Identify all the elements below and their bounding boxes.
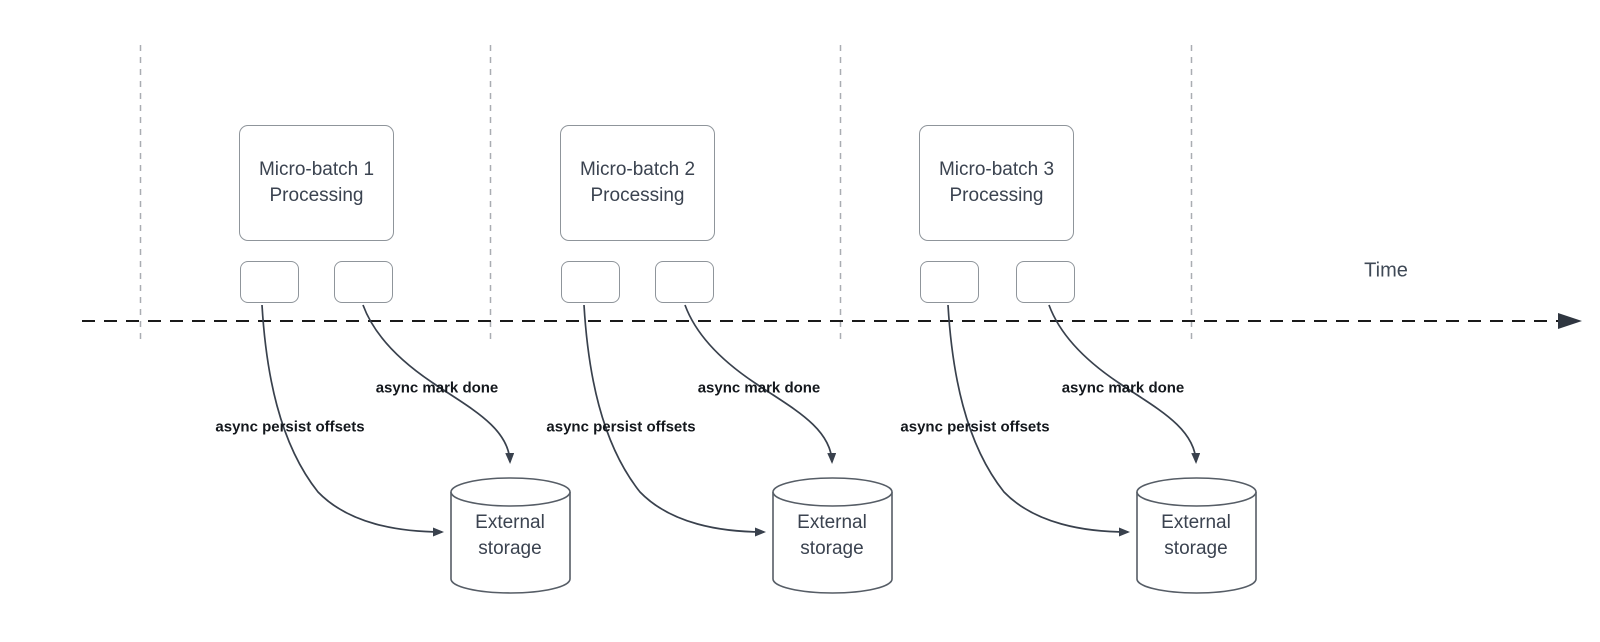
external-storage-label-2-line2: storage	[800, 538, 864, 559]
group-1-shapes	[261, 304, 571, 594]
external-storage-cylinder-1-top	[450, 477, 571, 507]
task-box-2-left	[561, 261, 620, 303]
mark-done-arrow-1	[362, 304, 515, 464]
micro-batch-2-box: Micro-batch 2 Processing	[560, 125, 715, 241]
external-storage-cylinder-3	[1136, 492, 1257, 594]
external-storage-label-1-line2: storage	[478, 538, 542, 559]
micro-batch-3-title-line2: Processing	[949, 185, 1044, 206]
external-storage-label-3-line2: storage	[1164, 538, 1228, 559]
micro-batch-3-title-line1: Micro-batch 3	[938, 159, 1055, 180]
group-2-shapes	[583, 304, 893, 594]
external-storage-label-2-line1: External	[797, 512, 867, 533]
micro-batch-1-title-line2: Processing	[269, 185, 364, 206]
micro-batch-1-box: Micro-batch 1 Processing	[239, 125, 394, 241]
persist-offsets-arrow-2	[583, 304, 766, 537]
micro-batch-2-title-line2: Processing	[590, 185, 685, 206]
persist-offsets-label-3: async persist offsets	[900, 418, 1050, 436]
persist-offsets-label-1: async persist offsets	[215, 418, 365, 436]
micro-batch-3-box: Micro-batch 3 Processing	[919, 125, 1074, 241]
mark-done-arrow-2	[684, 304, 837, 464]
external-storage-label-1-line1: External	[475, 512, 545, 533]
external-storage-label-3-line1: External	[1161, 512, 1231, 533]
external-storage-cylinder-1	[450, 492, 571, 594]
external-storage-cylinder-2	[772, 492, 893, 594]
task-box-2-right	[655, 261, 714, 303]
mark-done-label-2: async mark done	[697, 379, 821, 397]
task-box-1-right	[334, 261, 393, 303]
time-axis-arrowhead-icon	[1558, 313, 1582, 329]
external-storage-label-1: External storage	[475, 510, 545, 562]
persist-offsets-label-2: async persist offsets	[546, 418, 696, 436]
task-box-3-right	[1016, 261, 1075, 303]
micro-batch-2-title-line1: Micro-batch 2	[579, 159, 696, 180]
group-3-shapes	[947, 304, 1257, 594]
mark-done-arrow-3	[1048, 304, 1201, 464]
external-storage-cylinder-3-top	[1136, 477, 1257, 507]
persist-offsets-arrow-3	[947, 304, 1130, 537]
time-axis-label: Time	[1364, 259, 1408, 282]
persist-offsets-arrow-1	[261, 304, 444, 537]
mark-done-label-1: async mark done	[375, 379, 499, 397]
mark-done-label-3: async mark done	[1061, 379, 1185, 397]
external-storage-label-3: External storage	[1161, 510, 1231, 562]
task-box-1-left	[240, 261, 299, 303]
task-box-3-left	[920, 261, 979, 303]
external-storage-cylinder-2-top	[772, 477, 893, 507]
micro-batch-1-title-line1: Micro-batch 1	[258, 159, 375, 180]
external-storage-label-2: External storage	[797, 510, 867, 562]
